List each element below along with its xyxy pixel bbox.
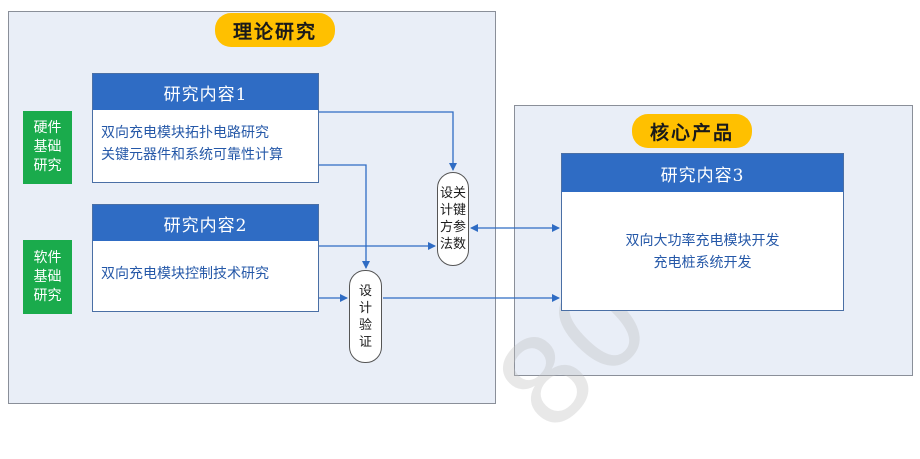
research-content-2: 研究内容2 双向充电模块控制技术研究 xyxy=(92,204,319,312)
research-content-1-line-1: 双向充电模块拓扑电路研究 xyxy=(101,125,269,141)
research-content-1-body: 双向充电模块拓扑电路研究 关键元器件和系统可靠性计算 xyxy=(93,110,318,166)
design-params-oval: 设关 计键 方参 法数 xyxy=(437,172,469,266)
research-content-1-line-2: 关键元器件和系统可靠性计算 xyxy=(101,147,283,163)
research-content-3-line-1: 双向大功率充电模块开发 xyxy=(625,233,780,249)
research-content-3-line-2: 充电桩系统开发 xyxy=(653,255,752,271)
research-content-3: 研究内容3 双向大功率充电模块开发 充电桩系统开发 xyxy=(561,153,844,311)
software-research-label: 软件基础研究 xyxy=(23,240,72,314)
research-content-2-body: 双向充电模块控制技术研究 xyxy=(93,241,318,285)
core-product-label: 核心产品 xyxy=(632,114,752,148)
theory-label: 理论研究 xyxy=(215,13,335,47)
research-content-2-title: 研究内容2 xyxy=(93,205,318,241)
research-content-1-title: 研究内容1 xyxy=(93,74,318,110)
research-content-3-body: 双向大功率充电模块开发 充电桩系统开发 xyxy=(562,192,843,274)
research-content-3-title: 研究内容3 xyxy=(562,154,843,192)
hardware-research-label: 硬件基础研究 xyxy=(23,111,72,184)
design-verify-oval: 设 计 验 证 xyxy=(349,270,382,363)
research-content-2-line-1: 双向充电模块控制技术研究 xyxy=(101,266,269,282)
research-content-1: 研究内容1 双向充电模块拓扑电路研究 关键元器件和系统可靠性计算 xyxy=(92,73,319,183)
